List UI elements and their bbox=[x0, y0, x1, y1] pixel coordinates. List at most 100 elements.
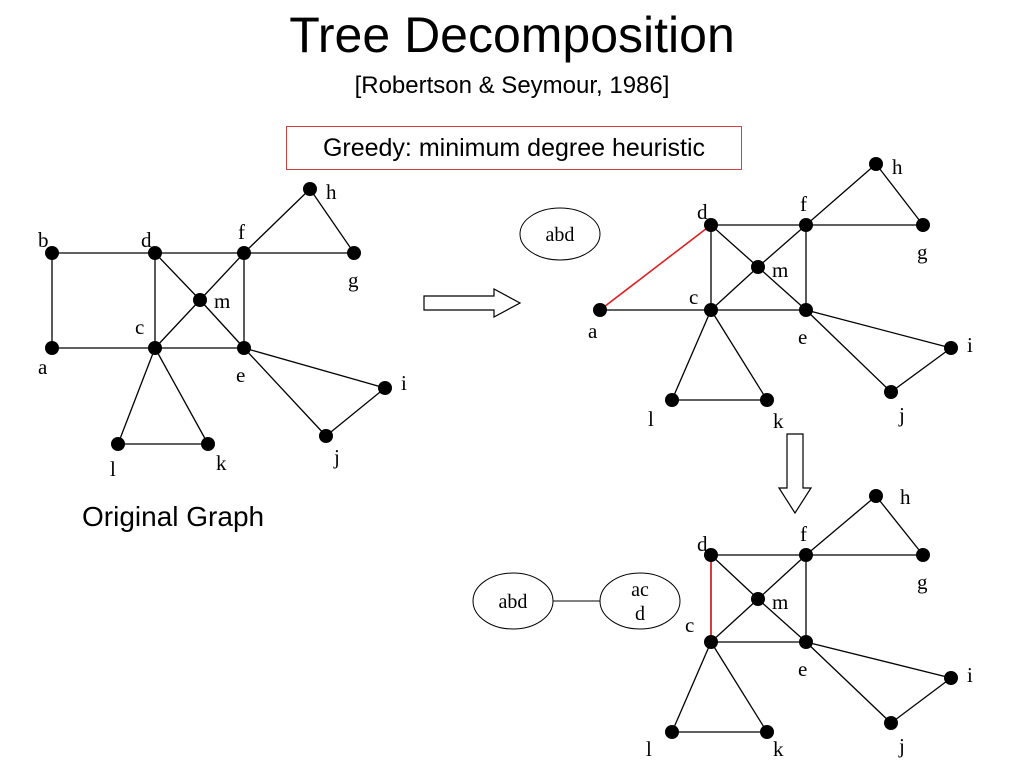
node-label-d: d bbox=[697, 200, 708, 224]
node-b bbox=[45, 246, 59, 260]
node-l bbox=[111, 437, 125, 451]
node-f bbox=[237, 246, 251, 260]
node-label-e: e bbox=[798, 325, 807, 349]
citation-subtitle: [Robertson & Seymour, 1986] bbox=[354, 72, 670, 99]
node-label-e: e bbox=[236, 363, 245, 387]
node-e bbox=[799, 635, 813, 649]
node-label-h: h bbox=[892, 155, 903, 179]
node-label-k: k bbox=[773, 409, 784, 433]
original-graph: a b c d e f g h i j k l m bbox=[38, 180, 407, 481]
edge-me bbox=[199, 299, 245, 349]
node-k bbox=[760, 725, 774, 739]
edge-ij bbox=[890, 347, 952, 393]
node-label-l: l bbox=[648, 407, 654, 431]
node-h bbox=[303, 182, 317, 196]
node-label-g: g bbox=[348, 268, 359, 292]
node-label-i: i bbox=[967, 333, 973, 357]
edge-hg bbox=[875, 495, 924, 556]
node-label-c: c bbox=[689, 285, 698, 309]
edge-ck bbox=[710, 309, 768, 401]
node-label-k: k bbox=[216, 451, 227, 475]
node-i bbox=[944, 671, 958, 685]
edge-cm bbox=[710, 266, 759, 311]
node-f bbox=[799, 218, 813, 232]
node-a bbox=[45, 341, 59, 355]
node-label-f: f bbox=[800, 522, 807, 546]
node-label-l: l bbox=[646, 737, 652, 761]
node-label-h: h bbox=[326, 180, 337, 204]
node-label-e: e bbox=[798, 657, 807, 681]
bag-step2-1 bbox=[599, 572, 681, 630]
edge-fh bbox=[805, 163, 877, 226]
down-arrow-icon bbox=[777, 433, 813, 515]
heuristic-label-box: Greedy: minimum degree heuristic bbox=[286, 126, 742, 170]
bag-label: d bbox=[635, 603, 645, 625]
node-d bbox=[148, 246, 162, 260]
node-label-d: d bbox=[697, 532, 708, 556]
bag-label: ac bbox=[631, 579, 649, 601]
node-f bbox=[799, 548, 813, 562]
node-label-i: i bbox=[401, 371, 407, 395]
node-l bbox=[665, 725, 679, 739]
right-arrow-icon bbox=[423, 287, 522, 319]
edge-hg bbox=[875, 163, 924, 226]
edge-dm bbox=[154, 252, 201, 301]
node-g bbox=[916, 548, 930, 562]
node-e bbox=[799, 303, 813, 317]
node-label-m: m bbox=[772, 590, 788, 614]
edge-ej bbox=[243, 347, 327, 437]
edge-ei bbox=[805, 641, 952, 679]
node-c bbox=[148, 341, 162, 355]
bag-label: abd bbox=[499, 591, 528, 613]
edge-cl bbox=[671, 309, 712, 401]
node-label-a: a bbox=[38, 355, 48, 379]
node-label-b: b bbox=[38, 228, 49, 252]
edge-mf bbox=[199, 252, 245, 301]
edge-ck bbox=[154, 347, 209, 445]
edge-ij bbox=[325, 387, 386, 437]
node-m bbox=[751, 260, 765, 274]
node-d bbox=[704, 548, 718, 562]
edge-cl bbox=[671, 641, 712, 733]
edge-ej bbox=[805, 641, 892, 724]
node-label-f: f bbox=[238, 220, 245, 244]
page-title: Tree Decomposition bbox=[289, 7, 735, 63]
node-label-m: m bbox=[214, 289, 230, 313]
node-d bbox=[704, 218, 718, 232]
edge-dm bbox=[710, 554, 759, 600]
node-label-j: j bbox=[333, 445, 340, 469]
node-label-l: l bbox=[110, 457, 116, 481]
edge-hg bbox=[309, 188, 355, 254]
node-j bbox=[884, 385, 898, 399]
node-j bbox=[884, 716, 898, 730]
node-i bbox=[378, 381, 392, 395]
edge-fh bbox=[805, 495, 877, 556]
node-l bbox=[665, 393, 679, 407]
node-k bbox=[201, 437, 215, 451]
edge-ck bbox=[710, 641, 768, 733]
edge-fh bbox=[243, 188, 311, 254]
node-label-j: j bbox=[898, 734, 905, 758]
node-label-d: d bbox=[141, 228, 152, 252]
edge-mf bbox=[757, 224, 807, 268]
node-m bbox=[751, 592, 765, 606]
bag-label: abd bbox=[546, 224, 575, 246]
edge-ij bbox=[890, 677, 952, 724]
bag-step1-0 bbox=[519, 207, 601, 261]
edge-cm bbox=[710, 598, 759, 643]
node-g bbox=[916, 218, 930, 232]
node-label-a: a bbox=[588, 319, 598, 343]
original-graph-caption: Original Graph bbox=[82, 501, 265, 532]
fill-in-edge-ad bbox=[599, 224, 712, 311]
edge-mf bbox=[757, 554, 807, 600]
edge-cm bbox=[154, 299, 201, 349]
node-label-g: g bbox=[917, 240, 928, 264]
node-m bbox=[193, 293, 207, 307]
bag-step2-0 bbox=[472, 572, 554, 630]
node-c bbox=[704, 303, 718, 317]
node-label-c: c bbox=[135, 315, 144, 339]
node-k bbox=[760, 393, 774, 407]
